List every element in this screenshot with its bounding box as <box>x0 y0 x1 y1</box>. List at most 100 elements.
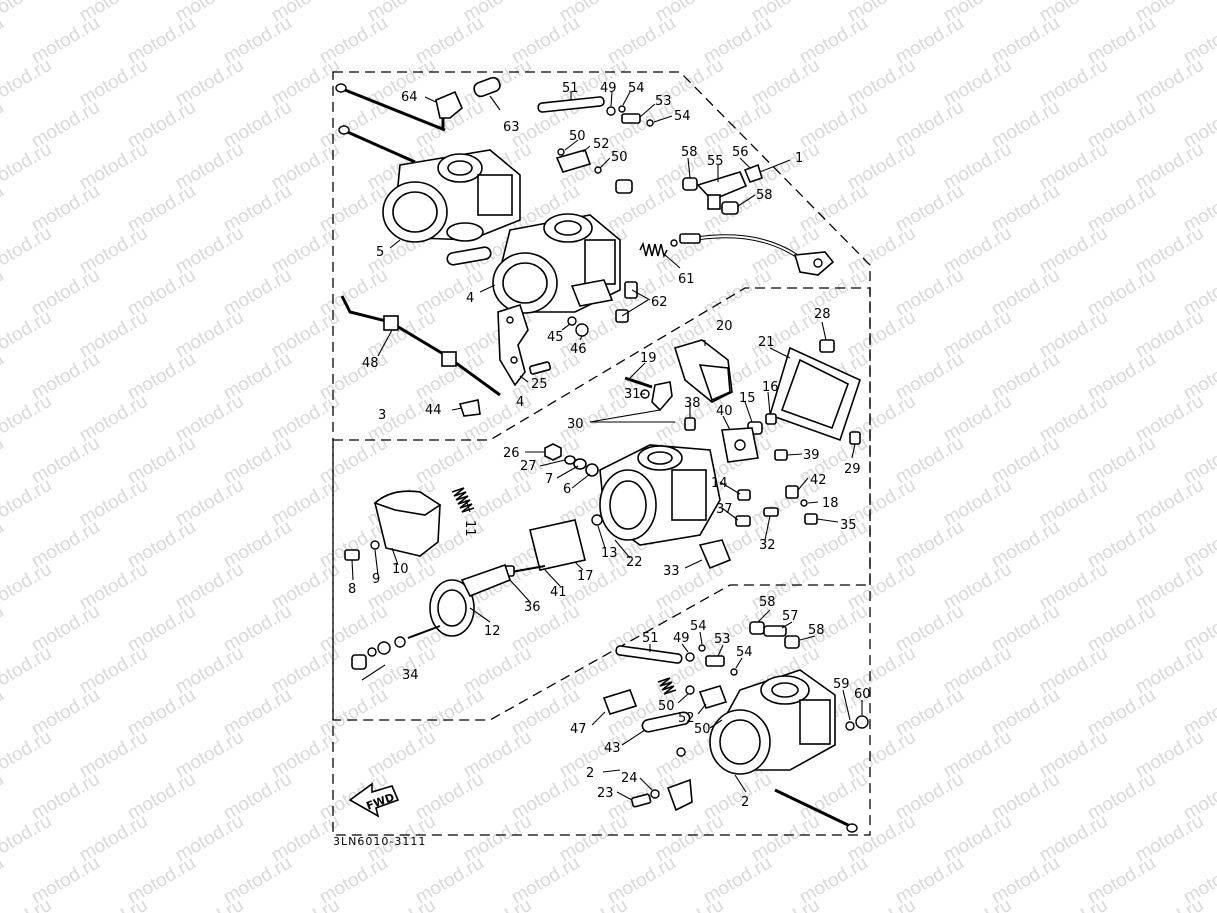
watermark-text: motod.ru <box>652 895 727 913</box>
watermark-text: motod.ru <box>0 0 55 26</box>
callout-43: 43 <box>604 741 621 756</box>
carburetor-2-body <box>709 669 836 775</box>
carburetor-4-body <box>492 213 621 314</box>
part-37-jet <box>735 515 751 527</box>
part-17-holder <box>529 519 586 571</box>
callout-48: 48 <box>362 356 379 371</box>
part-45-washer <box>567 316 577 326</box>
drawing-code: 3LN6010-3111 <box>333 835 426 848</box>
callout-53-a: 53 <box>655 94 672 109</box>
callout-10: 10 <box>392 562 409 577</box>
callout-42: 42 <box>810 473 827 488</box>
callout-31: 31 <box>624 387 641 402</box>
part-16-screw <box>765 413 777 425</box>
callout-13: 13 <box>601 546 618 561</box>
callout-labels: 64 63 51 49 54 53 54 50 52 50 58 55 56 5… <box>348 81 871 810</box>
callout-15: 15 <box>739 391 756 406</box>
part-20-cover <box>673 339 733 403</box>
callout-58-a: 58 <box>681 145 698 160</box>
part-bolt-small <box>528 361 552 375</box>
callout-4-b: 4 <box>516 395 524 410</box>
callout-37: 37 <box>716 502 733 517</box>
part-50-oring-b <box>594 166 602 174</box>
watermark-text: motod.ru <box>0 811 55 867</box>
part-58-cap-a <box>682 177 698 191</box>
callout-2-b: 2 <box>741 795 749 810</box>
part-44-clip <box>458 399 481 417</box>
callout-52-b: 52 <box>678 711 695 726</box>
callout-50-d: 50 <box>694 722 711 737</box>
callout-44: 44 <box>425 403 442 418</box>
part-spring-lower <box>657 677 677 695</box>
callout-17: 17 <box>577 569 594 584</box>
part-9-washer <box>370 540 380 550</box>
watermark-text: motod.ru <box>268 895 343 913</box>
part-56-cap <box>743 163 763 183</box>
part-8-screw <box>344 549 360 561</box>
part-12-diaphragm <box>429 563 511 637</box>
leader-lines <box>351 91 863 801</box>
callout-22: 22 <box>626 555 643 570</box>
part-54-ring-d <box>730 668 738 676</box>
carburetor-5-body <box>382 149 521 243</box>
watermark-text: motod.ru <box>0 265 7 321</box>
part-50-oring <box>557 148 565 156</box>
carburetor-main-body <box>599 444 721 546</box>
callout-41: 41 <box>550 585 567 600</box>
callout-26: 26 <box>503 446 520 461</box>
part-18-oring <box>800 499 808 507</box>
part-24-washer <box>650 789 660 799</box>
long-bolt-lower <box>338 125 416 164</box>
part-62-screw-a <box>624 281 638 299</box>
part-29-screw <box>849 431 861 445</box>
part-40-valve <box>721 427 759 463</box>
callout-29: 29 <box>844 462 861 477</box>
callout-30: 30 <box>567 417 584 432</box>
callout-61: 61 <box>678 272 695 287</box>
watermark-text: motod.ru <box>0 559 55 615</box>
part-28-screw <box>819 339 835 353</box>
part-26-nut <box>544 443 562 461</box>
callout-60: 60 <box>854 687 871 702</box>
part-39-screw <box>774 449 788 461</box>
callout-8: 8 <box>348 582 356 597</box>
callout-56: 56 <box>732 145 749 160</box>
watermark-text: motod.ru <box>0 349 7 405</box>
part-51-tube <box>537 96 605 113</box>
callout-64: 64 <box>401 90 418 105</box>
part-61-spring <box>639 233 701 259</box>
watermark-text: motod.ru <box>0 181 7 237</box>
callout-62: 62 <box>651 295 668 310</box>
part-60-nut <box>855 715 869 729</box>
part-53-fitting-b <box>705 655 725 667</box>
callout-54-c: 54 <box>690 619 707 634</box>
part-11-spring <box>451 487 475 513</box>
callout-2-a: 2 <box>586 766 594 781</box>
callout-51-b: 51 <box>642 631 659 646</box>
part-42-jet <box>785 485 799 499</box>
long-bolt-upper <box>335 83 446 132</box>
watermark-text: motod.ru <box>0 307 55 363</box>
part-43-tube <box>641 711 691 733</box>
callout-6: 6 <box>563 482 571 497</box>
callout-39: 39 <box>803 448 820 463</box>
part-19-screw <box>624 376 653 389</box>
part-34-screw-set <box>351 625 441 670</box>
part-small-sleeve <box>615 179 633 194</box>
callout-36: 36 <box>524 600 541 615</box>
callout-54-d: 54 <box>736 645 753 660</box>
watermark-text: motod.ru <box>844 895 919 913</box>
part-64-elbow-fitting <box>435 90 463 128</box>
watermark-text: motod.ru <box>0 13 7 69</box>
callout-38: 38 <box>684 396 701 411</box>
part-53-fitting <box>621 113 641 124</box>
part-48-rod <box>340 295 501 397</box>
assembly-outline-inner <box>332 287 871 721</box>
watermark-text: motod.ru <box>172 895 247 913</box>
callout-50-c: 50 <box>658 699 675 714</box>
callout-52-a: 52 <box>593 137 610 152</box>
callout-59: 59 <box>833 677 850 692</box>
callout-16: 16 <box>762 380 779 395</box>
callout-57: 57 <box>782 609 799 624</box>
callout-12: 12 <box>484 624 501 639</box>
